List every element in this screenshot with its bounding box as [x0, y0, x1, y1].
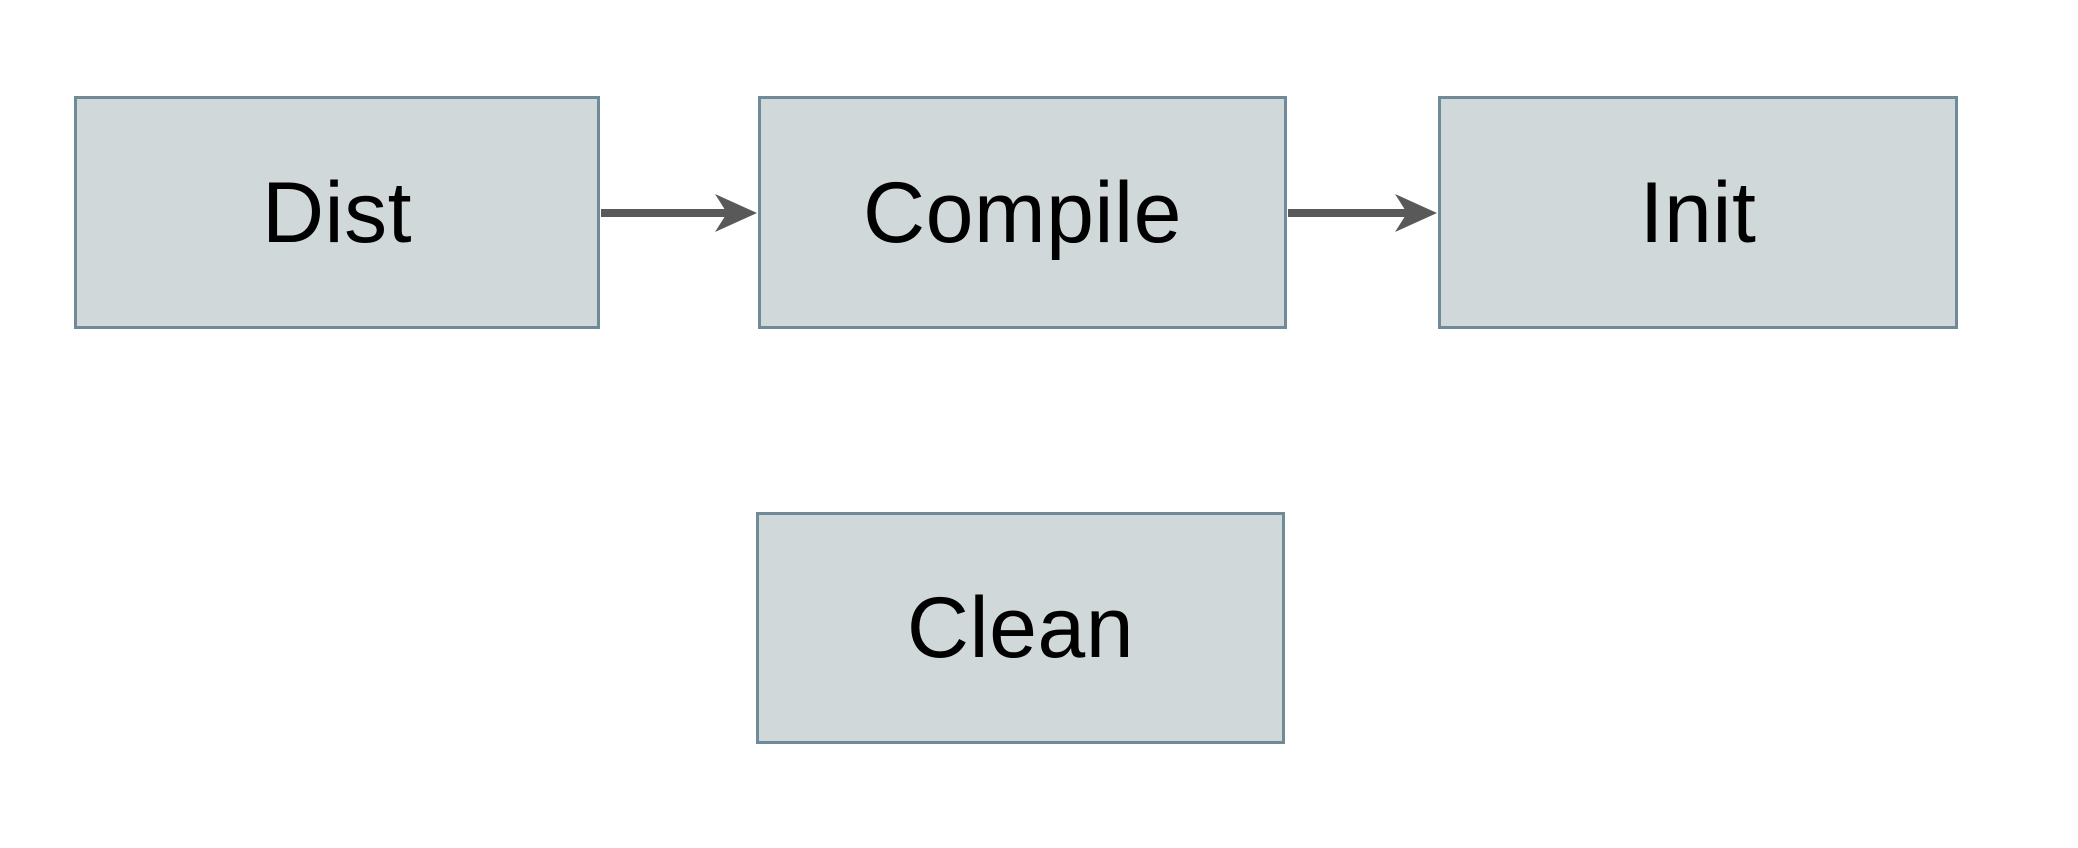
node-dist-label: Dist — [261, 164, 413, 261]
arrowhead-right-icon — [1395, 194, 1437, 232]
edge-dist-to-compile — [601, 194, 757, 232]
node-init-label: Init — [1639, 164, 1757, 261]
node-dist: Dist — [74, 96, 600, 329]
node-clean-label: Clean — [906, 580, 1135, 676]
node-clean: Clean — [756, 512, 1285, 744]
arrowhead-right-icon — [715, 194, 757, 232]
node-compile-label: Compile — [863, 164, 1182, 261]
node-init: Init — [1438, 96, 1958, 329]
edge-compile-to-init — [1288, 194, 1437, 232]
node-compile: Compile — [758, 96, 1287, 329]
